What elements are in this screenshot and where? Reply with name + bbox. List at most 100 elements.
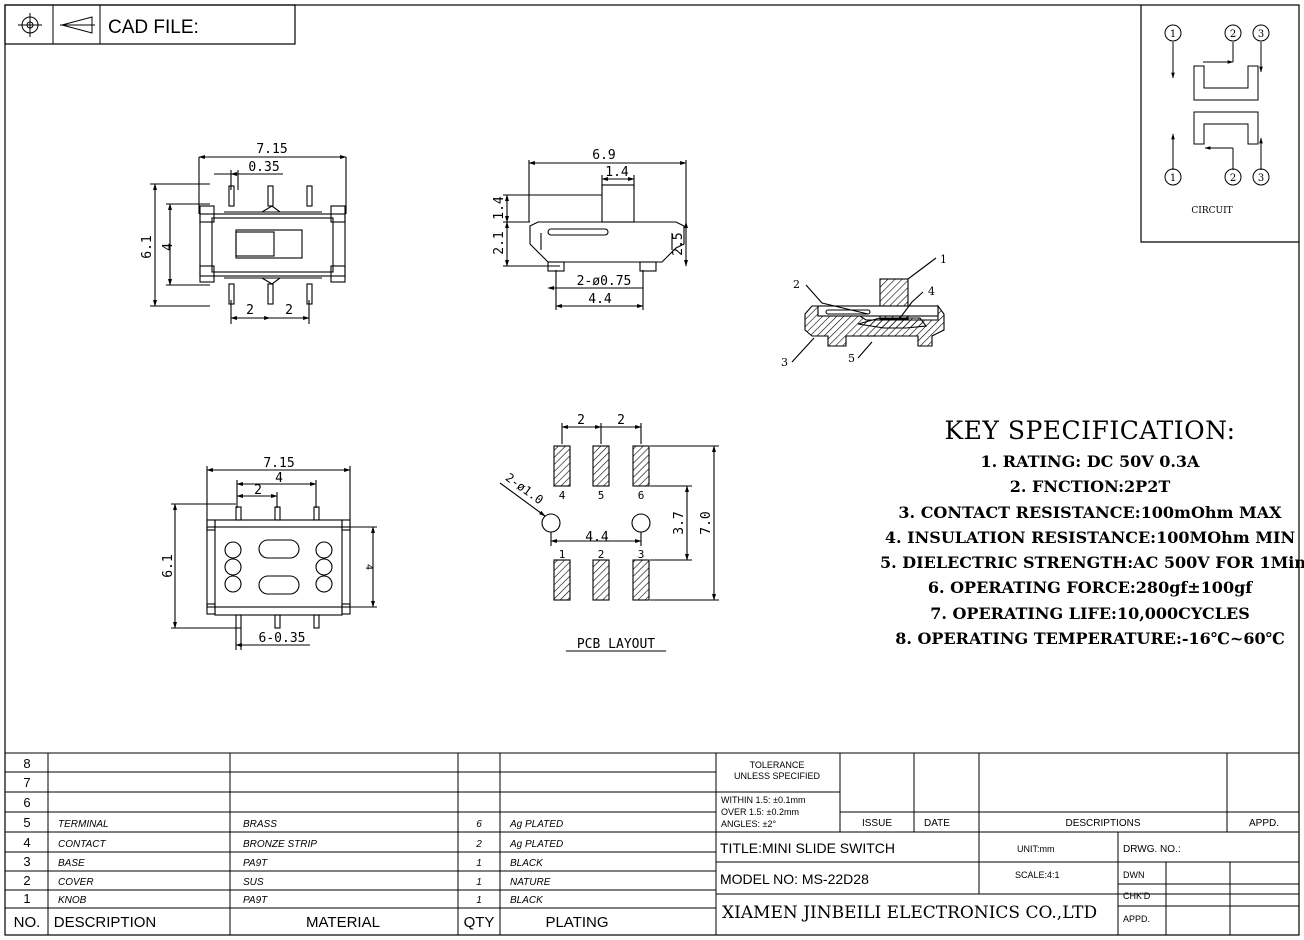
bom-header-row: NO. DESCRIPTION MATERIAL QTY PLATING [14,914,609,931]
dim-label: 3.7 [672,511,687,534]
circuit-title: CIRCUIT [1191,206,1232,216]
bom-row: 7 [23,775,30,790]
bom-cell-material: SUS [243,877,264,888]
bom-header-no: NO. [14,914,41,931]
key-spec-line: 8. OPERATING TEMPERATURE:-16℃~60℃ [895,629,1285,649]
bom-row: 2 COVER SUS 1 NATURE [23,873,550,888]
cad-file-label: CAD FILE: [108,17,199,38]
dim-label: 2.5 [671,232,686,255]
bom-cell-description: KNOB [58,895,87,906]
company-name: XIAMEN JINBEILI ELECTRONICS CO.,LTD [722,903,1097,923]
key-spec-line: 7. OPERATING LIFE:10,000CYCLES [930,603,1250,623]
approved-by-label: APPD. [1123,914,1150,924]
issue-header: ISSUE [862,818,892,829]
key-spec-heading: KEY SPECIFICATION: [944,416,1236,445]
pcb-layout-title: PCB LAYOUT [577,637,655,652]
bom-header-material: MATERIAL [306,914,380,931]
bom-cell-no: 6 [23,795,30,810]
dim-label: 2.1 [492,231,507,254]
dim-label: 1.4 [605,165,629,180]
key-spec-line: 2. FNCTION:2P2T [1009,477,1171,497]
callout-label: 5 [848,352,855,365]
key-spec-line: 3. CONTACT RESISTANCE:100mOhm MAX [898,502,1282,522]
dim-label: 4 [275,471,283,486]
bom-cell-no: 3 [23,854,30,869]
dim-label: 2 [285,303,293,318]
callout-label: 4 [928,285,935,298]
callout-label: 1 [940,253,947,266]
bom-cell-material: BRASS [243,819,277,830]
callout-label: 3 [781,356,788,369]
bom-cell-no: 5 [23,815,30,830]
key-spec-line: 5. DIELECTRIC STRENGTH:AC 500V FOR 1Min [880,553,1304,573]
dim-label: 4.4 [588,292,612,307]
dim-label: 7.15 [256,142,287,157]
bottom-view: 7.15 4 2 6.1 4 6-0.35 [161,456,377,650]
pcb-layout: 2 2 2-ø1.0 4.4 3.7 7.0 4 5 6 1 2 3 PCB L… [499,413,719,652]
dim-label: 6.1 [140,235,155,258]
bom-cell-qty: 6 [476,819,482,830]
circuit-label: 3 [1258,29,1264,40]
checked-by-label: CHK'D [1123,891,1151,901]
sheet-border [4,4,1300,936]
dim-label: 4 [363,564,374,570]
bom-cell-material: PA9T [243,858,268,869]
bom-header-qty: QTY [464,914,495,931]
dim-label: 2 [577,413,585,428]
descriptions-header: DESCRIPTIONS [1065,818,1140,829]
circuit-label: 3 [1258,173,1264,184]
bom-cell-no: 7 [23,775,30,790]
bom-cell-plating: NATURE [510,877,551,888]
key-spec-line: 6. OPERATING FORCE:280gf±100gf [927,578,1253,598]
key-spec-line: 1. RATING: DC 50V 0.3A [980,452,1200,471]
key-spec-line: 4. INSULATION RESISTANCE:100MOhm MIN [884,527,1296,547]
dim-label: 2 [254,483,262,498]
pad-label: 5 [598,489,605,502]
circuit-label: 1 [1170,29,1176,40]
drawing-number-label: DRWG. NO.: [1123,844,1181,855]
bom-cell-description: COVER [58,877,94,888]
appd-header: APPD. [1249,818,1279,829]
bom-cell-qty: 1 [476,858,482,869]
bom-row: 5 TERMINAL BRASS 6 Ag PLATED [23,815,563,830]
dim-label: 6-0.35 [259,631,306,646]
dim-label: 2-ø0.75 [577,274,632,289]
pad-label: 4 [559,489,566,502]
bom-cell-plating: Ag PLATED [509,819,563,830]
dim-label: 6.1 [161,554,176,577]
pad-label: 3 [638,548,645,561]
section-view: 1 2 3 4 5 [781,253,947,369]
bom-cell-description: TERMINAL [58,819,109,830]
side-view: 6.9 1.4 1.4 2.1 2.5 2-ø0.75 4.4 [492,148,688,310]
dim-label: 7.0 [699,511,714,534]
dim-label: 4 [161,243,176,251]
bom-cell-no: 1 [23,891,30,906]
bom-cell-qty: 1 [476,895,482,906]
projection-symbol-icon [18,13,95,37]
tolerance-line1: TOLERANCE [750,760,805,770]
bom-table [5,752,1299,935]
bom-cell-qty: 1 [476,877,482,888]
drawn-by-label: DWN [1123,870,1145,880]
circuit-label: 2 [1230,29,1236,40]
dim-label: 6.9 [592,148,615,163]
pad-label: 2 [598,548,605,561]
tolerance-over: OVER 1.5: ±0.2mm [721,807,799,817]
circuit-diagram: 1 2 3 1 2 3 CIRCUIT [1140,5,1299,243]
pad-label: 1 [559,548,566,561]
dim-label: 4.4 [585,530,609,545]
bom-row: 6 [23,795,30,810]
bom-cell-plating: BLACK [510,858,544,869]
unit-label: UNIT:mm [1017,844,1055,854]
bom-cell-no: 2 [23,873,30,888]
model-number: MODEL NO: MS-22D28 [720,871,869,887]
bom-header-description: DESCRIPTION [54,914,157,931]
bom-header-plating: PLATING [545,914,608,931]
bom-cell-no: 8 [23,756,30,771]
title-block [716,753,1299,936]
circuit-label: 2 [1230,173,1236,184]
